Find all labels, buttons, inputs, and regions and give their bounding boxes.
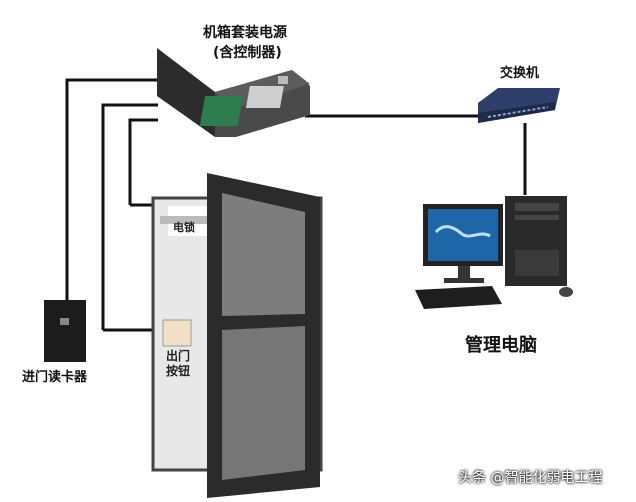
- door-assembly: [151, 173, 323, 498]
- network-switch: [478, 88, 560, 123]
- keyboard: [415, 286, 502, 309]
- wire-exit-button-to-cabinet: [101, 103, 158, 330]
- card-reader: [44, 300, 86, 362]
- controller-board: [199, 96, 244, 126]
- management-computer: [415, 196, 573, 309]
- exit-button-label-line1: 出门: [166, 349, 191, 363]
- wire-lock-to-cabinet: [128, 118, 158, 205]
- wiring: [65, 78, 527, 332]
- watermark-text: 头条 @智能化弱电工程: [458, 470, 603, 486]
- mouse: [559, 287, 573, 297]
- control-cabinet: [157, 48, 310, 137]
- wire-reader-to-cabinet: [65, 78, 158, 300]
- cabinet-label-line2: (含控制器): [213, 45, 282, 61]
- switch-label: 交换机: [500, 66, 540, 81]
- cabinet-label-line1: 机箱套装电源: [203, 25, 287, 41]
- exit-button-label-line2: 按钮: [166, 364, 191, 378]
- exit-button: [162, 319, 192, 347]
- electric-lock-label: 电锁: [173, 221, 195, 234]
- management-pc-label: 管理电脑: [465, 335, 537, 356]
- card-reader-label: 进门读卡器: [22, 370, 88, 385]
